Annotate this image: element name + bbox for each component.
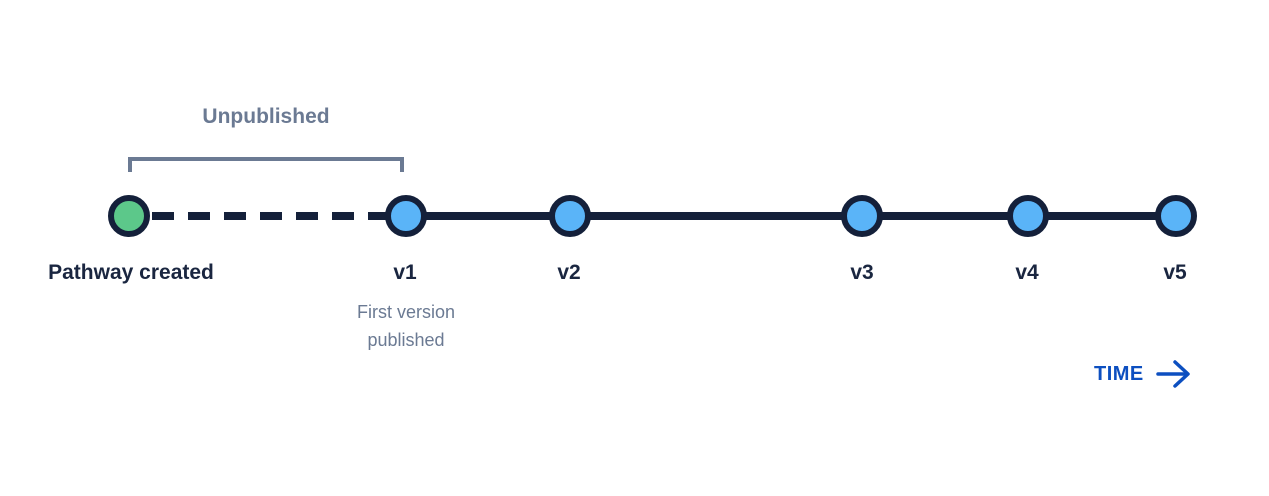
milestone-node-v4 [1007, 195, 1049, 237]
milestone-label-v2: v2 [557, 261, 581, 284]
time-label: TIME [1094, 362, 1144, 385]
milestone-node-v1 [385, 195, 427, 237]
milestone-label-v5: v5 [1163, 261, 1187, 284]
milestone-node-v3 [841, 195, 883, 237]
milestone-label-v4: v4 [1015, 261, 1039, 284]
unpublished-label: Unpublished [202, 105, 330, 128]
milestone-label-v3: v3 [850, 261, 874, 284]
unpublished-bracket [128, 157, 404, 172]
time-axis-indicator: TIME [1094, 358, 1192, 390]
milestone-label-v1: v1 [393, 261, 417, 284]
milestone-node-v5 [1155, 195, 1197, 237]
milestone-node-v2 [549, 195, 591, 237]
milestone-label-created: Pathway created [48, 261, 214, 284]
v1-caption: First version published [356, 302, 455, 350]
milestone-node-created [108, 195, 150, 237]
arrow-right-icon [1156, 360, 1190, 388]
